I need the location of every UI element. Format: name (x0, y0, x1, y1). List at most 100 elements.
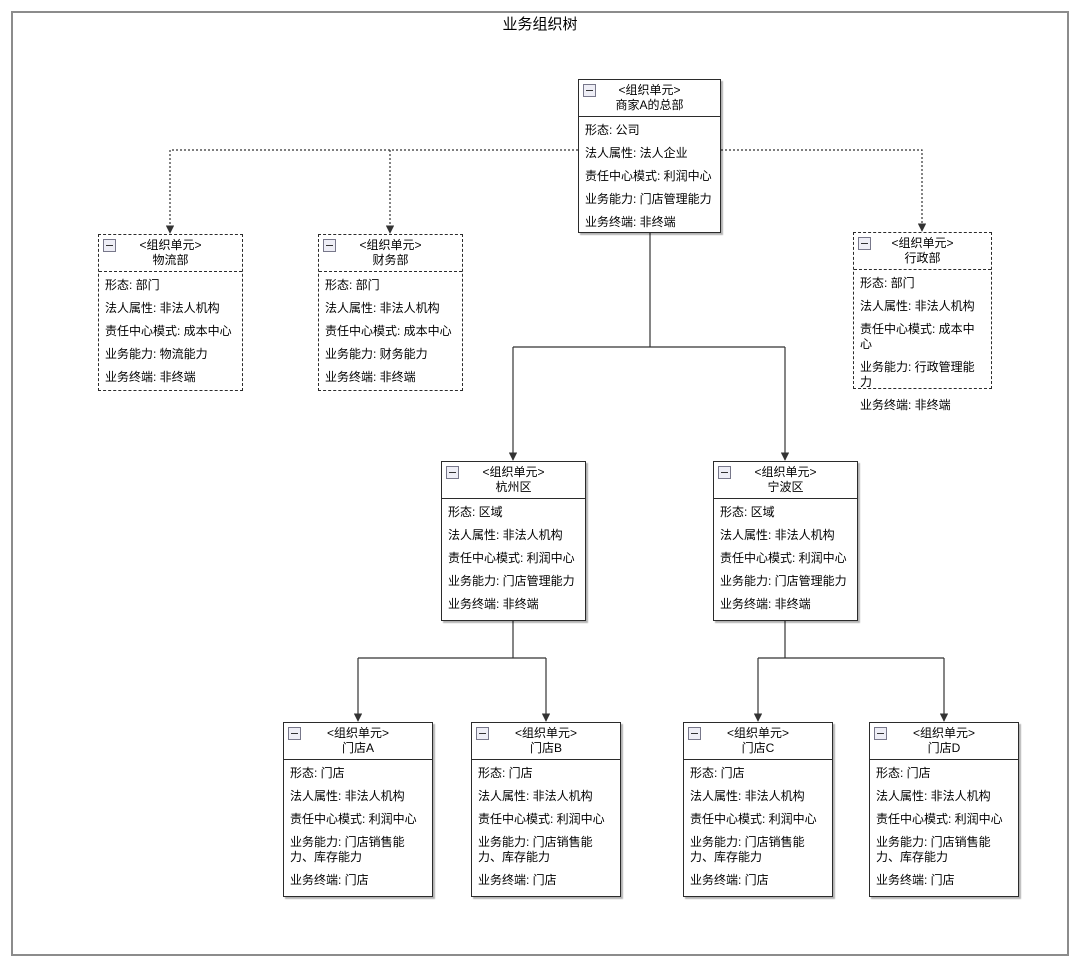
minus-glyph (721, 472, 728, 473)
minus-glyph (291, 733, 298, 734)
node-field: 业务能力: 门店管理能力 (720, 574, 847, 588)
node-field: 责任中心模式: 成本中心 (860, 322, 975, 351)
node-field: 业务能力: 门店销售能力、库存能力 (876, 835, 991, 864)
node-field: 业务终端: 非终端 (105, 370, 196, 384)
node-header: <组织单元> 财务部 (319, 235, 462, 272)
node-field: 形态: 部门 (325, 278, 380, 292)
node-stereotype: <组织单元> (359, 238, 422, 252)
node-field: 业务能力: 门店管理能力 (585, 192, 712, 206)
node-field: 业务终端: 门店 (290, 873, 369, 887)
org-node-finance[interactable]: <组织单元> 财务部 形态: 部门法人属性: 非法人机构责任中心模式: 成本中心… (318, 234, 463, 391)
node-name: 门店A (341, 741, 374, 755)
collapse-icon[interactable] (476, 727, 489, 740)
node-stereotype: <组织单元> (754, 465, 817, 479)
org-node-hangzhou[interactable]: <组织单元> 杭州区 形态: 区域法人属性: 非法人机构责任中心模式: 利润中心… (441, 461, 586, 621)
node-name: 门店D (927, 741, 961, 755)
node-field: 责任中心模式: 利润中心 (478, 812, 605, 826)
node-field: 法人属性: 非法人机构 (448, 528, 563, 542)
node-name: 门店C (741, 741, 775, 755)
collapse-icon[interactable] (288, 727, 301, 740)
node-header: <组织单元> 门店B (472, 723, 620, 760)
node-field: 责任中心模式: 利润中心 (448, 551, 575, 565)
org-node-storeD[interactable]: <组织单元> 门店D 形态: 门店法人属性: 非法人机构责任中心模式: 利润中心… (869, 722, 1019, 897)
node-field: 业务能力: 物流能力 (105, 347, 208, 361)
org-node-admin[interactable]: <组织单元> 行政部 形态: 部门法人属性: 非法人机构责任中心模式: 成本中心… (853, 232, 992, 412)
node-stereotype: <组织单元> (618, 83, 681, 97)
node-field: 业务能力: 门店销售能力、库存能力 (290, 835, 405, 864)
node-name: 物流部 (152, 253, 189, 267)
org-node-storeA[interactable]: <组织单元> 门店A 形态: 门店法人属性: 非法人机构责任中心模式: 利润中心… (283, 722, 433, 897)
node-body: 形态: 门店法人属性: 非法人机构责任中心模式: 利润中心业务能力: 门店销售能… (870, 760, 1018, 888)
node-field: 形态: 区域 (448, 505, 503, 519)
collapse-icon[interactable] (858, 237, 871, 250)
minus-glyph (449, 472, 456, 473)
minus-glyph (691, 733, 698, 734)
minus-glyph (479, 733, 486, 734)
node-field: 法人属性: 非法人机构 (690, 789, 805, 803)
node-name: 行政部 (904, 251, 941, 265)
node-field: 业务能力: 门店管理能力 (448, 574, 575, 588)
node-body: 形态: 区域法人属性: 非法人机构责任中心模式: 利润中心业务能力: 门店管理能… (714, 499, 857, 612)
node-field: 形态: 部门 (860, 276, 915, 290)
dashed-connectors (165, 149, 927, 234)
collapse-icon[interactable] (103, 239, 116, 252)
collapse-icon[interactable] (688, 727, 701, 740)
node-stereotype: <组织单元> (139, 238, 202, 252)
node-field: 形态: 门店 (478, 766, 533, 780)
node-body: 形态: 门店法人属性: 非法人机构责任中心模式: 利润中心业务能力: 门店销售能… (684, 760, 832, 888)
node-name: 商家A的总部 (615, 98, 684, 112)
node-name: 宁波区 (767, 480, 804, 494)
node-name: 杭州区 (495, 480, 532, 494)
node-field: 形态: 门店 (876, 766, 931, 780)
node-field: 责任中心模式: 利润中心 (585, 169, 712, 183)
connector-hq-logistics (165, 149, 578, 234)
org-node-storeB[interactable]: <组织单元> 门店B 形态: 门店法人属性: 非法人机构责任中心模式: 利润中心… (471, 722, 621, 897)
node-field: 法人属性: 非法人机构 (478, 789, 593, 803)
node-stereotype: <组织单元> (726, 726, 790, 740)
node-field: 法人属性: 非法人机构 (720, 528, 835, 542)
minus-glyph (326, 245, 333, 246)
node-header: <组织单元> 门店C (684, 723, 832, 760)
minus-glyph (877, 733, 884, 734)
org-node-hq[interactable]: <组织单元> 商家A的总部 形态: 公司法人属性: 法人企业责任中心模式: 利润… (578, 79, 721, 233)
node-header: <组织单元> 行政部 (854, 233, 991, 270)
node-body: 形态: 门店法人属性: 非法人机构责任中心模式: 利润中心业务能力: 门店销售能… (284, 760, 432, 888)
node-stereotype: <组织单元> (891, 236, 954, 250)
node-field: 业务终端: 非终端 (585, 215, 676, 229)
node-field: 业务终端: 非终端 (325, 370, 416, 384)
node-body: 形态: 门店法人属性: 非法人机构责任中心模式: 利润中心业务能力: 门店销售能… (472, 760, 620, 888)
node-field: 业务终端: 门店 (876, 873, 955, 887)
node-field: 形态: 公司 (585, 123, 640, 137)
collapse-icon[interactable] (583, 84, 596, 97)
node-stereotype: <组织单元> (482, 465, 545, 479)
collapse-icon[interactable] (323, 239, 336, 252)
node-field: 法人属性: 非法人机构 (325, 301, 440, 315)
collapse-icon[interactable] (718, 466, 731, 479)
node-body: 形态: 部门法人属性: 非法人机构责任中心模式: 成本中心业务能力: 行政管理能… (854, 270, 991, 413)
node-header: <组织单元> 杭州区 (442, 462, 585, 499)
minus-glyph (106, 245, 113, 246)
node-field: 责任中心模式: 成本中心 (105, 324, 232, 338)
collapse-icon[interactable] (874, 727, 887, 740)
node-field: 形态: 区域 (720, 505, 775, 519)
node-field: 责任中心模式: 利润中心 (876, 812, 1003, 826)
node-field: 法人属性: 非法人机构 (290, 789, 405, 803)
diagram-title: 业务组织树 (502, 16, 578, 33)
node-field: 法人属性: 非法人机构 (876, 789, 991, 803)
node-field: 形态: 部门 (105, 278, 160, 292)
node-header: <组织单元> 物流部 (99, 235, 242, 272)
node-header: <组织单元> 门店A (284, 723, 432, 760)
node-field: 责任中心模式: 利润中心 (720, 551, 847, 565)
node-header: <组织单元> 门店D (870, 723, 1018, 760)
org-node-logistics[interactable]: <组织单元> 物流部 形态: 部门法人属性: 非法人机构责任中心模式: 成本中心… (98, 234, 243, 391)
node-field: 业务终端: 门店 (690, 873, 769, 887)
org-node-storeC[interactable]: <组织单元> 门店C 形态: 门店法人属性: 非法人机构责任中心模式: 利润中心… (683, 722, 833, 897)
solid-connectors (353, 233, 949, 722)
org-node-ningbo[interactable]: <组织单元> 宁波区 形态: 区域法人属性: 非法人机构责任中心模式: 利润中心… (713, 461, 858, 621)
collapse-icon[interactable] (446, 466, 459, 479)
minus-glyph (861, 243, 868, 244)
node-field: 法人属性: 非法人机构 (105, 301, 220, 315)
node-field: 法人属性: 法人企业 (585, 146, 688, 160)
